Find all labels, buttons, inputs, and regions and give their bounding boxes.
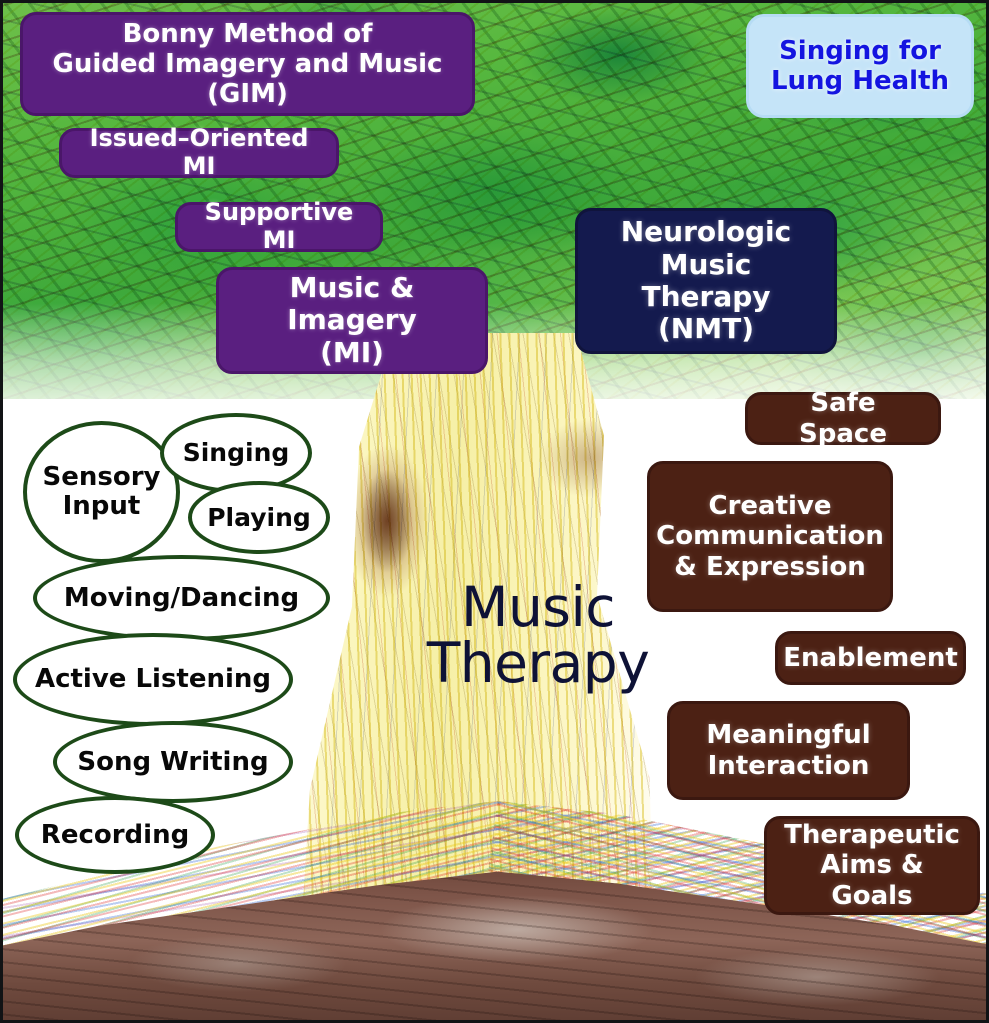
- canopy-box-nmt-line-2: Music Therapy: [641, 247, 771, 313]
- outcome-box-creative-line-3: & Expression: [674, 551, 866, 582]
- ellipse-song-writing[interactable]: Song Writing: [53, 721, 293, 803]
- canopy-box-gim-line-2: Guided Imagery and Music (GIM): [52, 48, 443, 110]
- outcome-box-meaningful-line-1: Meaningful: [706, 720, 871, 751]
- canopy-box-nmt[interactable]: Neurologic Music Therapy (NMT): [575, 208, 837, 354]
- canopy-box-smi-label: Supportive MI: [204, 198, 354, 254]
- canopy-box-issued-oriented-mi[interactable]: Issued–Oriented MI: [59, 124, 339, 180]
- ellipse-recording[interactable]: Recording: [15, 796, 215, 874]
- canopy-box-slh-line-1: Singing for: [779, 35, 941, 66]
- outcome-box-therapeutic-line-2: Aims & Goals: [820, 850, 924, 911]
- ellipse-playing[interactable]: Playing: [188, 481, 330, 554]
- outcome-box-therapeutic-line-1: Therapeutic: [784, 820, 960, 851]
- outcome-box-safe-space[interactable]: Safe Space: [745, 388, 941, 449]
- outcome-box-therapeutic-aims[interactable]: Therapeutic Aims & Goals: [764, 816, 980, 915]
- center-title-line-2: Therapy: [426, 631, 650, 696]
- canopy-box-iomi-label: Issued–Oriented MI: [89, 124, 309, 180]
- canopy-box-gim-line-1: Bonny Method of: [122, 18, 373, 49]
- canopy-box-nmt-line-1: Neurologic: [620, 215, 792, 249]
- ellipse-playing-label: Playing: [207, 502, 311, 532]
- outcome-box-creative-line-1: Creative: [708, 491, 832, 522]
- outcome-box-creative-communication[interactable]: Creative Communication & Expression: [647, 461, 893, 612]
- ellipse-sensory-input-line-2: Input: [62, 491, 141, 521]
- ellipse-moving-dancing-label: Moving/Dancing: [63, 582, 300, 613]
- ellipse-recording-label: Recording: [40, 819, 190, 850]
- canopy-box-mi-line-2: (MI): [320, 335, 384, 369]
- ellipse-sensory-input-line-1: Sensory: [42, 462, 161, 493]
- outcome-box-meaningful-interaction[interactable]: Meaningful Interaction: [667, 701, 910, 800]
- ellipse-active-listening[interactable]: Active Listening: [13, 633, 293, 726]
- center-title-line-1: Music: [461, 575, 616, 639]
- ellipse-singing-label: Singing: [182, 438, 290, 468]
- canopy-box-slh-line-2: Lung Health: [770, 66, 950, 96]
- canopy-box-singing-for-lung-health[interactable]: Singing for Lung Health: [746, 14, 974, 118]
- canopy-box-gim[interactable]: Bonny Method of Guided Imagery and Music…: [20, 12, 475, 116]
- outcome-box-enablement-label: Enablement: [783, 642, 958, 673]
- outcome-box-meaningful-line-2: Interaction: [707, 750, 870, 781]
- canopy-box-supportive-mi[interactable]: Supportive MI: [175, 198, 383, 254]
- ellipse-singing[interactable]: Singing: [160, 413, 312, 493]
- center-title: Music Therapy: [423, 579, 653, 691]
- ellipse-active-listening-label: Active Listening: [34, 664, 272, 695]
- outcome-box-enablement[interactable]: Enablement: [775, 631, 966, 685]
- ellipse-moving-dancing[interactable]: Moving/Dancing: [33, 555, 330, 641]
- outcome-box-safe-space-label: Safe Space: [799, 388, 887, 449]
- ellipse-sensory-input[interactable]: Sensory Input: [23, 421, 180, 563]
- canopy-box-mi-line-1: Music & Imagery: [287, 270, 417, 337]
- canopy-box-music-and-imagery[interactable]: Music & Imagery (MI): [216, 267, 488, 374]
- outcome-box-creative-line-2: Communication: [656, 521, 884, 552]
- ellipse-song-writing-label: Song Writing: [77, 746, 269, 777]
- canopy-box-nmt-line-3: (NMT): [658, 312, 754, 346]
